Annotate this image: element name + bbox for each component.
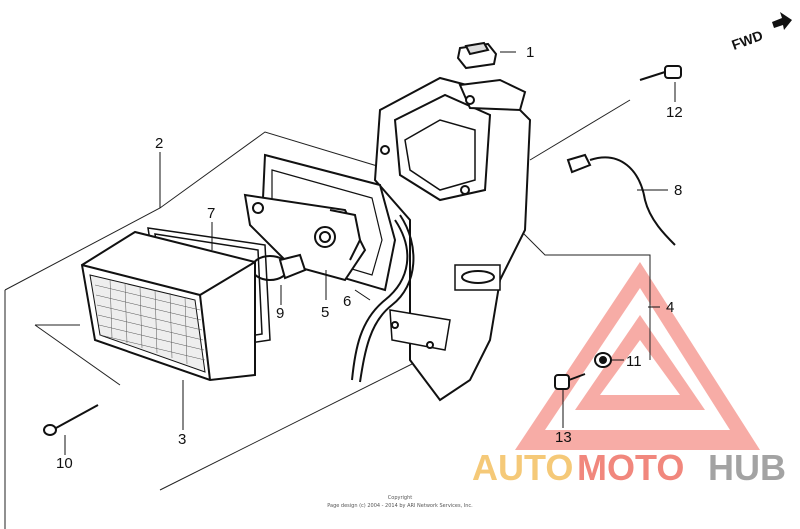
socket-cable — [351, 214, 415, 383]
grommet — [456, 41, 498, 70]
callout-9: 9 — [276, 305, 284, 322]
screw-12 — [639, 65, 682, 81]
assembly-frame-lines — [4, 99, 651, 529]
callout-10: 10 — [56, 455, 73, 472]
callout-12: 12 — [666, 104, 683, 121]
callout-5: 5 — [321, 304, 329, 321]
watermark-moto: MOTO — [577, 447, 684, 488]
copyright: Copyright Page design (c) 2004 - 2014 by… — [327, 495, 473, 509]
wire-harness — [566, 153, 676, 246]
callout-1: 1 — [526, 44, 534, 61]
forward-direction-marker: FWD — [729, 12, 792, 53]
callout-3: 3 — [178, 431, 186, 448]
watermark-logo — [515, 262, 760, 450]
callout-13: 13 — [555, 429, 572, 446]
watermark-auto: AUTO — [472, 447, 573, 488]
callout-6: 6 — [343, 293, 351, 310]
washer — [594, 352, 612, 368]
screw-13 — [554, 373, 586, 390]
copyright-line-2: Page design (c) 2004 - 2014 by ARI Netwo… — [327, 503, 473, 509]
callout-leaders — [64, 51, 676, 455]
callout-4: 4 — [666, 299, 674, 316]
long-screw — [43, 404, 99, 436]
watermark-text: AUTO MOTO HUB — [472, 447, 786, 488]
watermark-hub: HUB — [708, 447, 786, 488]
callout-2: 2 — [155, 135, 163, 152]
fwd-arrow-icon — [772, 12, 792, 30]
callout-8: 8 — [674, 182, 682, 199]
taillight-bracket — [373, 76, 532, 402]
copyright-line-1: Copyright — [388, 495, 412, 501]
callout-11: 11 — [626, 353, 642, 370]
bulb — [251, 253, 307, 281]
taillight-lens — [80, 230, 256, 382]
callout-labels: 1 2 3 4 5 6 7 8 9 10 11 12 13 — [56, 44, 683, 472]
lens-grid — [94, 278, 206, 365]
fwd-label: FWD — [729, 27, 764, 53]
callout-7: 7 — [207, 205, 215, 222]
